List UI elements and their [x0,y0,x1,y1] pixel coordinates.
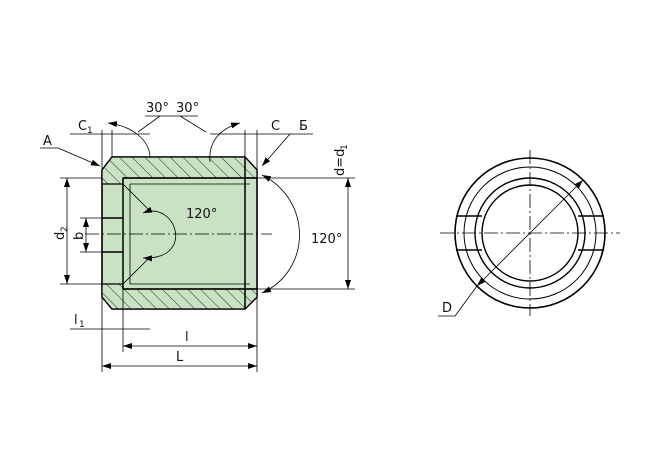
D-dim-line [476,179,584,287]
inner-cone-line-bottom [122,256,151,285]
label-c1: C [78,119,87,134]
label-b: b [72,232,87,240]
outer-angle-arc [261,174,300,294]
label-angle-30-left: 30° [146,101,169,116]
inner-cone-line-top [122,183,151,212]
label-b-cyr: Б [299,119,308,134]
a-leader [57,147,101,167]
label-d2-sub: 2 [60,226,70,232]
label-L: L [176,350,184,365]
slot [102,217,123,253]
D-leader [454,285,478,317]
label-l: l [185,330,189,345]
angle-30-left-arc [107,121,151,159]
angle-30-right-arc [209,122,241,163]
label-a: A [43,134,52,149]
label-l1: l [74,313,78,328]
label-angle-120-inner: 120° [186,207,217,222]
bushing-body [101,156,258,310]
angle-30-leader-right-tail [179,115,207,133]
label-d-eq: d=d [333,149,348,176]
label-angle-30-right: 30° [176,101,199,116]
label-d-eq-sub: 1 [340,144,350,150]
label-l1-sub: 1 [79,320,85,330]
angle-30-leader-left-tail [137,115,161,133]
side-section-view [40,115,355,372]
label-c1-sub: 1 [87,126,93,136]
label-angle-120-outer: 120° [311,232,342,247]
inner-angle-arc [142,206,177,262]
label-c: C [271,119,280,134]
label-d2: d [53,232,68,240]
label-D: D [442,301,452,316]
end-view [438,150,620,317]
b-cyr-leader [261,133,291,167]
